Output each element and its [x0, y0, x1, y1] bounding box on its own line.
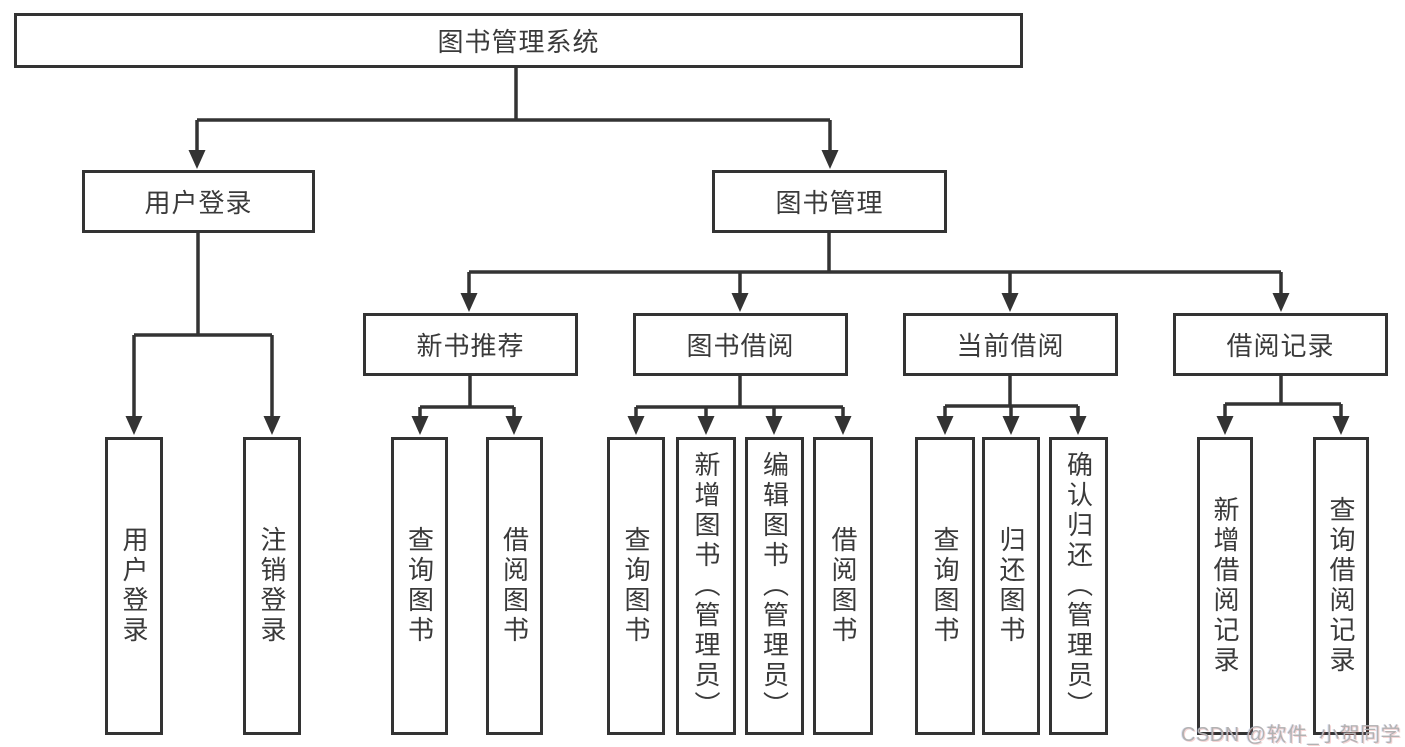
node-book-management: 图书管理	[712, 170, 947, 233]
leaf-query-books-borrow: 查询图书	[607, 437, 665, 735]
leaf-query-borrow-record-label: 查询借阅记录	[1326, 496, 1356, 676]
leaf-add-book-admin: 新增图书（管理员）	[676, 437, 736, 735]
leaf-borrow-books-recommend: 借阅图书	[486, 437, 543, 735]
leaf-borrow-books: 借阅图书	[813, 437, 873, 735]
leaf-borrow-books-label: 借阅图书	[828, 526, 858, 646]
leaf-query-books-current-label: 查询图书	[930, 526, 960, 646]
leaf-return-book-label: 归还图书	[996, 526, 1026, 646]
node-current-borrowing: 当前借阅	[903, 313, 1118, 376]
leaf-return-book: 归还图书	[982, 437, 1040, 735]
leaf-borrow-books-recommend-label: 借阅图书	[499, 526, 530, 646]
node-root-system: 图书管理系统	[14, 13, 1023, 68]
leaf-user-login: 用户登录	[105, 437, 163, 735]
leaf-query-books-current: 查询图书	[915, 437, 975, 735]
leaf-add-borrow-record: 新增借阅记录	[1197, 437, 1253, 735]
leaf-query-books-recommend-label: 查询图书	[404, 526, 435, 646]
leaf-add-borrow-record-label: 新增借阅记录	[1210, 496, 1240, 676]
leaf-confirm-return-admin: 确认归还（管理员）	[1049, 437, 1108, 735]
leaf-edit-book-admin-label: 编辑图书（管理员）	[759, 451, 790, 721]
leaf-logout: 注销登录	[243, 437, 301, 735]
node-borrowing-records: 借阅记录	[1173, 313, 1388, 376]
node-book-borrowing: 图书借阅	[633, 313, 848, 376]
leaf-user-login-label: 用户登录	[119, 526, 149, 646]
leaf-query-books-borrow-label: 查询图书	[621, 526, 651, 646]
node-new-book-recommend: 新书推荐	[363, 313, 578, 376]
leaf-confirm-return-admin-label: 确认归还（管理员）	[1063, 451, 1094, 721]
node-user-login: 用户登录	[82, 170, 315, 233]
leaf-query-borrow-record: 查询借阅记录	[1313, 437, 1369, 735]
leaf-add-book-admin-label: 新增图书（管理员）	[691, 451, 721, 721]
leaf-logout-label: 注销登录	[257, 526, 287, 646]
leaf-edit-book-admin: 编辑图书（管理员）	[745, 437, 804, 735]
leaf-query-books-recommend: 查询图书	[391, 437, 448, 735]
